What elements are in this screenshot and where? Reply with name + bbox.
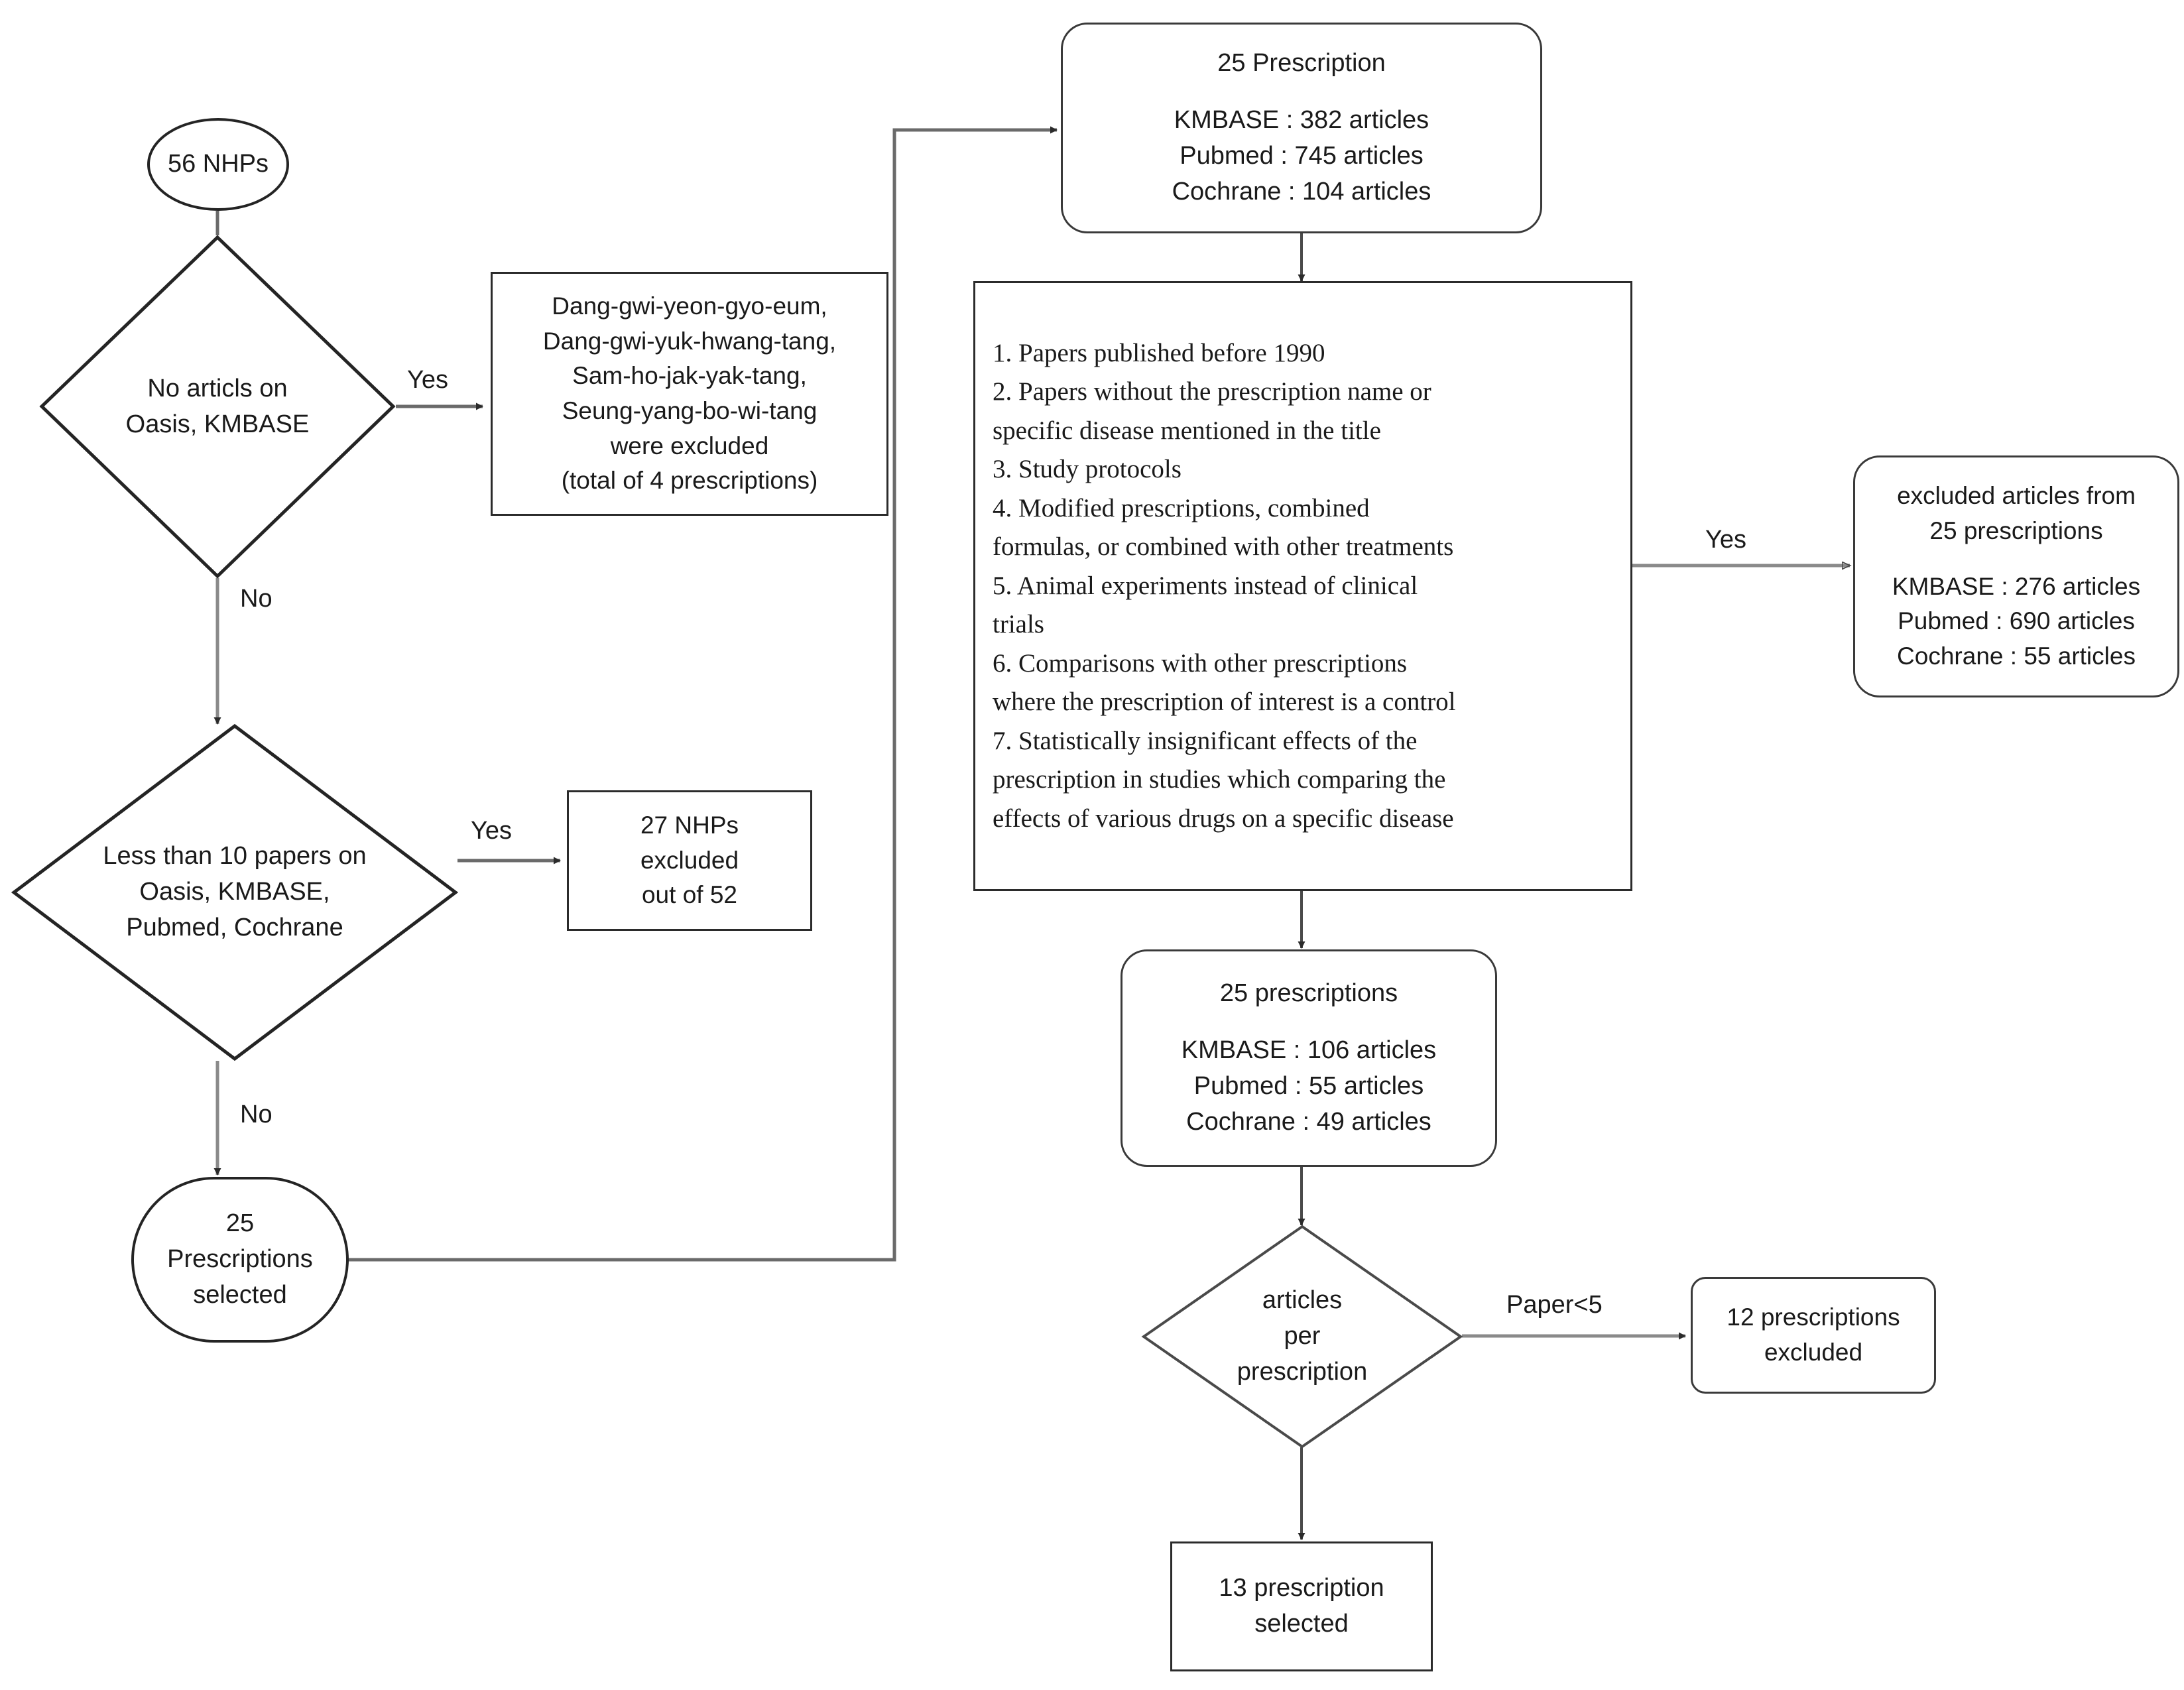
decision-articles-per-line-3: prescription: [1237, 1357, 1368, 1386]
prescriptions-selected-line-1: 25: [225, 1209, 255, 1238]
excluded-prescriptions-line-1: Dang-gwi-yeon-gyo-eum,: [552, 292, 827, 320]
nhps-excluded-line-1: 27 NHPs: [640, 812, 739, 839]
diamond-shape: [39, 235, 396, 579]
decision-less-than-10-line-1: Less than 10 papers on: [103, 842, 367, 871]
edge-label-no-no-articles: No: [240, 585, 273, 613]
excluded-articles-count-cochrane: Cochrane : 55 articles: [1897, 642, 2136, 670]
criteria-item-2a: 2. Papers without the prescription name …: [993, 377, 1431, 406]
node-25-prescriptions-remaining: 25 prescriptions KMBASE : 106 articles P…: [1121, 949, 1497, 1167]
criteria-item-7b: prescription in studies which comparing …: [993, 765, 1446, 794]
decision-no-articles-line-2: Oasis, KMBASE: [125, 410, 310, 438]
final-selected-line-2: selected: [1254, 1610, 1349, 1638]
prescriptions-remaining-count-cochrane: Cochrane : 49 articles: [1186, 1108, 1431, 1136]
excluded-articles-count-kmbase: KMBASE : 276 articles: [1892, 572, 2141, 600]
excluded-prescriptions-line-5: were excluded: [610, 432, 769, 459]
prescriptions-excluded-line-1: 12 prescriptions: [1727, 1303, 1900, 1331]
prescriptions-remaining-count-kmbase: KMBASE : 106 articles: [1181, 1036, 1437, 1065]
prescriptions-remaining-heading: 25 prescriptions: [1219, 979, 1398, 1007]
prescription-search-heading: 25 Prescription: [1217, 48, 1386, 77]
criteria-item-5b: trials: [993, 610, 1044, 639]
criteria-item-7c: effects of various drugs on a specific d…: [993, 804, 1454, 833]
criteria-item-3: 3. Study protocols: [993, 455, 1182, 484]
criteria-item-6b: where the prescription of interest is a …: [993, 688, 1456, 717]
prescription-search-count-cochrane: Cochrane : 104 articles: [1172, 178, 1431, 206]
criteria-item-5a: 5. Animal experiments instead of clinica…: [993, 571, 1418, 600]
criteria-item-4b: formulas, or combined with other treatme…: [993, 532, 1454, 562]
node-exclusion-criteria: 1. Papers published before 1990 2. Paper…: [973, 281, 1632, 891]
edge-label-yes-criteria: Yes: [1705, 526, 1746, 554]
criteria-item-7a: 7. Statistically insignificant effects o…: [993, 726, 1418, 755]
criteria-item-4a: 4. Modified prescriptions, combined: [993, 493, 1370, 522]
prescription-search-count-pubmed: Pubmed : 745 articles: [1180, 142, 1424, 170]
decision-no-articles-line-1: No articls on: [147, 374, 288, 402]
start-label: 56 NHPs: [167, 150, 269, 178]
decision-articles-per-line-2: per: [1284, 1322, 1321, 1351]
nhps-excluded-line-2: excluded: [640, 846, 739, 874]
prescriptions-selected-line-3: selected: [193, 1280, 287, 1309]
edge-label-yes-less-than-10: Yes: [471, 817, 512, 845]
edge-label-no-less-than-10: No: [240, 1101, 273, 1128]
excluded-prescriptions-line-6: (total of 4 prescriptions): [561, 467, 818, 495]
excluded-articles-heading-2: 25 prescriptions: [1929, 516, 2103, 544]
prescriptions-excluded-line-2: excluded: [1764, 1339, 1863, 1366]
node-excluded-articles: excluded articles from 25 prescriptions …: [1853, 455, 2179, 697]
decision-less-than-10-line-2: Oasis, KMBASE,: [139, 878, 330, 906]
node-27-nhps-excluded: 27 NHPs excluded out of 52: [567, 790, 812, 931]
criteria-item-6a: 6. Comparisons with other prescriptions: [993, 648, 1408, 678]
decision-less-than-10-line-3: Pubmed, Cochrane: [126, 913, 343, 941]
decision-articles-per-prescription: articles per prescription: [1141, 1225, 1463, 1449]
excluded-articles-count-pubmed: Pubmed : 690 articles: [1898, 607, 2135, 635]
edge-label-paper-less-than-5: Paper<5: [1506, 1291, 1603, 1319]
excluded-prescriptions-line-3: Sam-ho-jak-yak-tang,: [572, 362, 807, 390]
excluded-prescriptions-line-2: Dang-gwi-yuk-hwang-tang,: [542, 327, 837, 355]
nhps-excluded-line-3: out of 52: [641, 881, 737, 909]
node-start-56-nhps: 56 NHPs: [147, 118, 289, 211]
node-25-prescriptions-selected: 25 Prescriptions selected: [131, 1177, 349, 1343]
node-12-prescriptions-excluded: 12 prescriptions excluded: [1691, 1277, 1936, 1394]
final-selected-line-1: 13 prescription: [1219, 1574, 1384, 1602]
node-excluded-prescriptions: Dang-gwi-yeon-gyo-eum, Dang-gwi-yuk-hwan…: [491, 272, 888, 516]
decision-less-than-10-papers: Less than 10 papers on Oasis, KMBASE, Pu…: [11, 723, 459, 1061]
criteria-item-2b: specific disease mentioned in the title: [993, 416, 1381, 445]
edge-label-yes-no-articles: Yes: [407, 366, 448, 394]
prescription-search-count-kmbase: KMBASE : 382 articles: [1174, 106, 1429, 135]
node-25-prescription-search: 25 Prescription KMBASE : 382 articles Pu…: [1061, 23, 1542, 233]
node-final-13-prescription-selected: 13 prescription selected: [1170, 1541, 1433, 1671]
excluded-prescriptions-line-4: Seung-yang-bo-wi-tang: [562, 397, 818, 424]
decision-no-articles: No articls on Oasis, KMBASE: [39, 235, 396, 579]
criteria-item-1: 1. Papers published before 1990: [993, 338, 1325, 367]
decision-articles-per-line-1: articles: [1262, 1286, 1343, 1315]
excluded-articles-heading-1: excluded articles from: [1897, 482, 2136, 510]
prescriptions-selected-line-2: Prescriptions: [167, 1245, 313, 1274]
diamond-shape: [1141, 1225, 1463, 1449]
prescriptions-remaining-count-pubmed: Pubmed : 55 articles: [1193, 1072, 1424, 1101]
